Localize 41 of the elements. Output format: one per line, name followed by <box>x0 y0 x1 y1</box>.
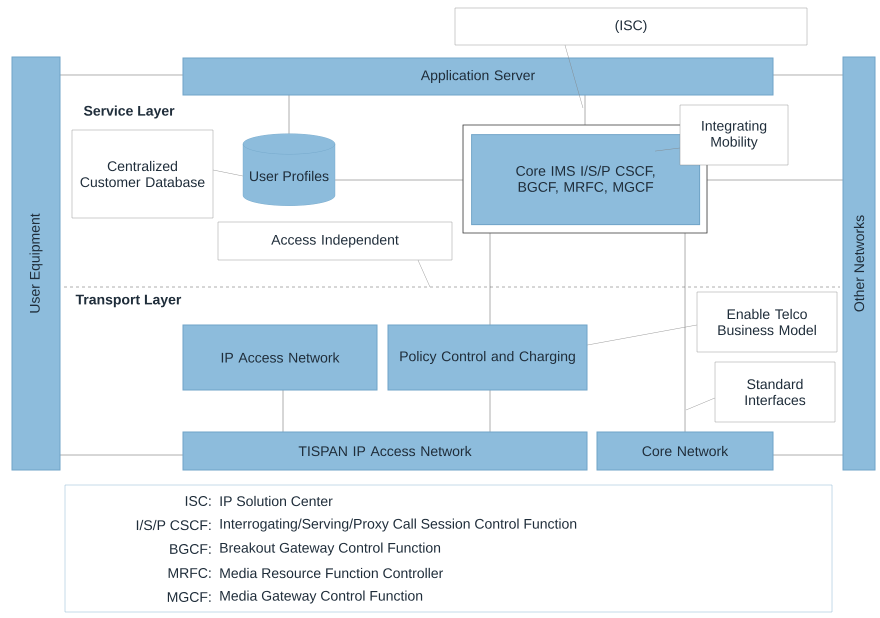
side-bar: Other Networks <box>842 56 876 470</box>
connector-line <box>773 74 843 76</box>
layer-title: Service Layer <box>84 105 174 119</box>
component-box: Core IMS I/S/P CSCF, BGCF, MRFC, MGCF <box>471 134 700 226</box>
glossary-term: I/S/P CSCF: <box>136 520 211 530</box>
connector-line <box>773 454 843 456</box>
component-box: Core Network <box>596 432 774 470</box>
callout-box: Integrating Mobility <box>680 104 788 166</box>
component-box: IP Access Network <box>182 324 378 390</box>
connector-line <box>584 95 586 125</box>
callout-box: Access Independent <box>218 222 452 260</box>
leader-line <box>587 324 697 346</box>
callout-box: Centralized Customer Database <box>72 130 214 218</box>
callout-box: (ISC) <box>454 8 808 46</box>
leader-line <box>564 45 584 108</box>
connector-line <box>60 454 183 456</box>
glossary-definition: Breakout Gateway Control Function <box>220 542 440 556</box>
component-box: Application Server <box>182 58 774 96</box>
connector-line <box>60 74 183 76</box>
leader-line <box>654 148 680 152</box>
glossary-term: BGCF: <box>170 544 211 554</box>
callout-box: Enable Telco Business Model <box>696 292 838 352</box>
layer-title: Transport Layer <box>76 294 182 308</box>
component-box: Policy Control and Charging <box>388 324 588 390</box>
connector-line <box>282 390 284 432</box>
component-box: TISPAN IP Access Network <box>182 432 588 470</box>
glossary-definition: Interrogating/Serving/Proxy Call Session Control Function <box>220 518 576 532</box>
callout-box: Standard Interfaces <box>714 362 836 422</box>
leader-line <box>418 260 430 288</box>
database-cylinder: User Profiles <box>242 134 336 206</box>
connector-line <box>288 95 290 134</box>
connector-line <box>684 233 686 432</box>
side-bar: User Equipment <box>12 56 60 470</box>
leader-line <box>686 398 716 410</box>
glossary-definition: IP Solution Center <box>220 496 333 506</box>
glossary-definition: Media Gateway Control Function <box>220 590 422 604</box>
glossary-term: MRFC: <box>168 568 211 578</box>
glossary-term: ISC: <box>186 496 211 506</box>
glossary-definition: Media Resource Function Controller <box>220 568 444 578</box>
leader-line <box>213 170 243 176</box>
glossary-term: MGCF: <box>168 592 211 602</box>
